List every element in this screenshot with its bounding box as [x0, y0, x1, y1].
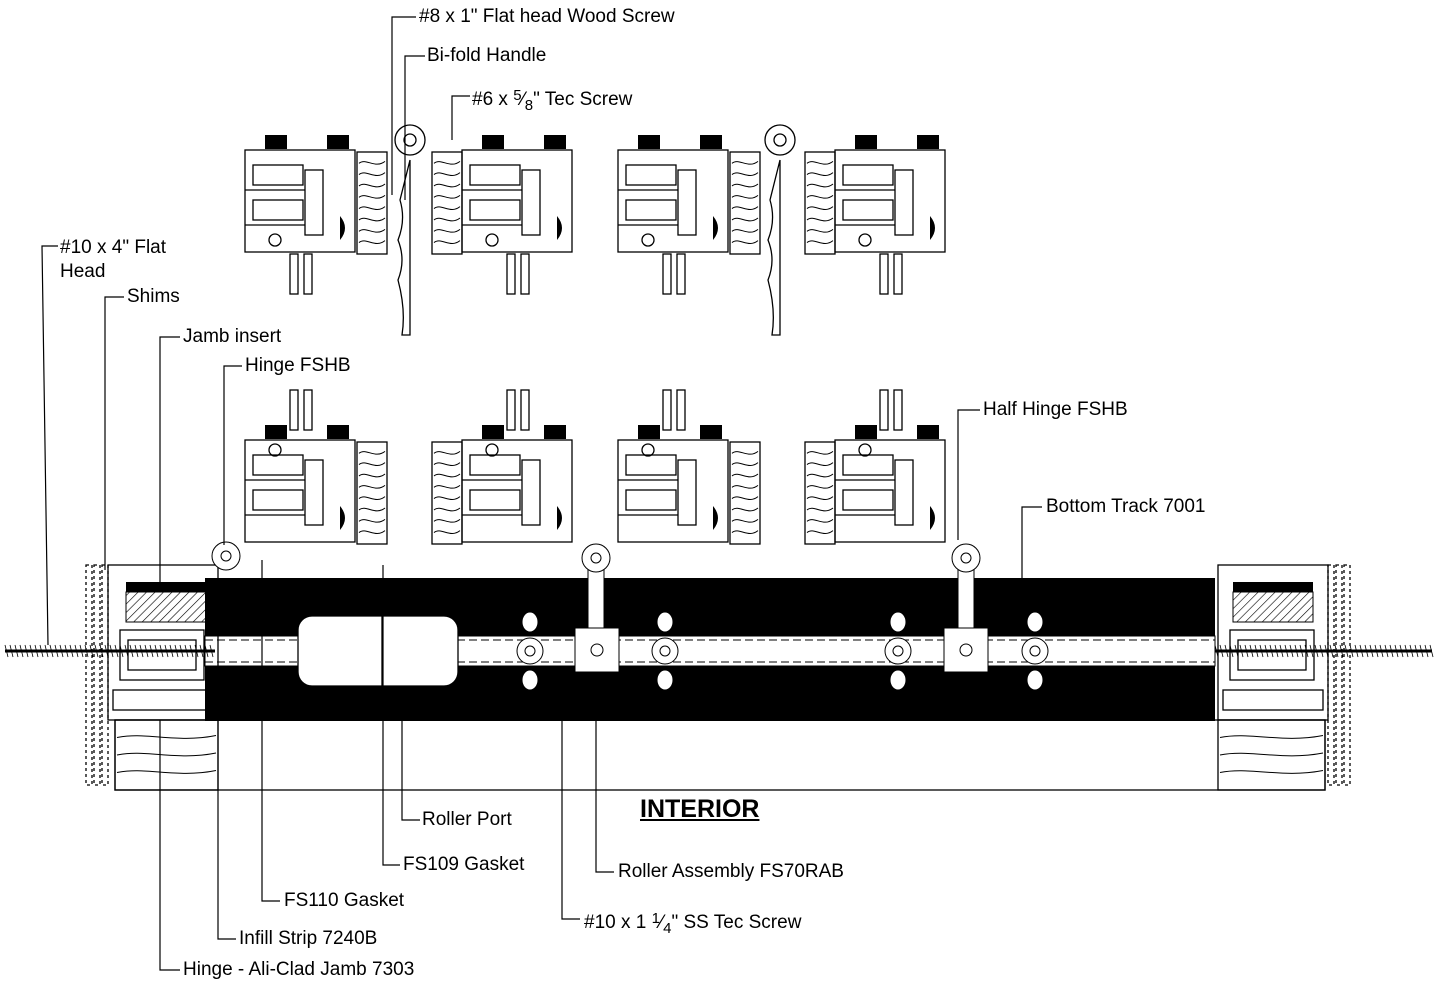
hinge-knuckle — [764, 124, 796, 156]
label-wood-screw: #8 x 1" Flat head Wood Screw — [419, 6, 675, 27]
floor-line — [114, 719, 1326, 791]
bottom-track-assembly — [4, 541, 1434, 791]
leader-line — [159, 336, 180, 590]
door-stile — [431, 389, 573, 545]
leader-line — [391, 16, 416, 195]
label-roller-port: Roller Port — [422, 809, 512, 830]
label-fs110-gasket: FS110 Gasket — [284, 890, 405, 911]
leader-line — [1021, 506, 1042, 578]
roller-port — [297, 615, 459, 687]
label-fs109-gasket: FS109 Gasket — [403, 854, 525, 875]
jamb — [85, 564, 219, 786]
leader-line — [451, 95, 470, 140]
leader-line — [401, 690, 420, 821]
label-flat-head-line1: #10 x 4" Flat — [60, 237, 167, 258]
door-stile — [244, 135, 388, 295]
label-half-hinge-fshb: Half Hinge FSHB — [983, 399, 1128, 420]
roller-assembly — [574, 543, 620, 673]
door-stile — [617, 389, 761, 545]
leader-line — [223, 365, 242, 545]
door-stile — [244, 389, 388, 545]
roller — [516, 611, 544, 691]
leader-line — [159, 720, 180, 971]
door-stile — [617, 135, 761, 295]
leader-line — [104, 296, 124, 570]
label-shims: Shims — [127, 286, 180, 307]
roller — [884, 611, 912, 691]
door-panels — [244, 124, 946, 545]
label-bifold-handle: Bi-fold Handle — [427, 45, 547, 66]
roller — [1021, 611, 1049, 691]
leader-line — [261, 560, 280, 902]
label-jamb-insert: Jamb insert — [183, 326, 282, 347]
label-flat-head-line2: Head — [60, 261, 106, 282]
roller-assembly — [943, 543, 989, 673]
leader-line — [382, 565, 400, 866]
leader-line — [595, 680, 614, 873]
label-infill-strip: Infill Strip 7240B — [239, 928, 378, 949]
door-stile — [804, 389, 946, 545]
jamb — [1217, 564, 1351, 786]
label-tec-screw: #6 x 5⁄8" Tec Screw — [472, 87, 633, 114]
label-hinge-jamb: Hinge - Ali-Clad Jamb 7303 — [183, 959, 415, 980]
label-roller-assembly: Roller Assembly FS70RAB — [618, 861, 844, 882]
bifold-handle — [397, 159, 411, 336]
door-stile — [431, 135, 573, 295]
leader-line — [404, 55, 425, 200]
bifold-handle — [767, 159, 781, 336]
label-ss-tec-screw: #10 x 1 1⁄4" SS Tec Screw — [584, 910, 802, 937]
leader-line — [41, 245, 58, 646]
roller — [651, 611, 679, 691]
label-hinge-fshb: Hinge FSHB — [245, 355, 351, 376]
label-bottom-track: Bottom Track 7001 — [1046, 496, 1206, 517]
leader-line — [217, 690, 236, 940]
door-stile — [804, 135, 946, 295]
leader-line — [957, 409, 980, 540]
leader-line — [561, 720, 580, 920]
leader-lines — [41, 16, 1042, 971]
hinge-knuckle — [394, 124, 426, 156]
interior-title: INTERIOR — [640, 795, 760, 823]
